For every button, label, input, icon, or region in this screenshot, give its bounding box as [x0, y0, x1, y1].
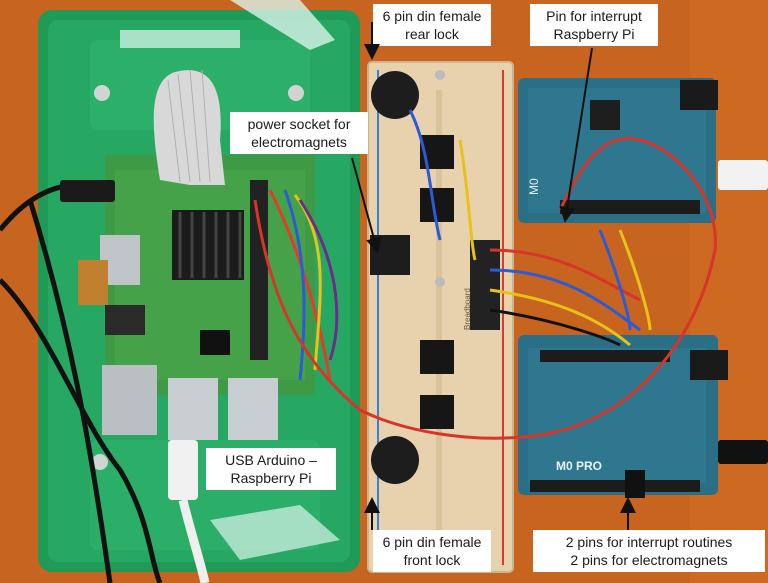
usb-port [168, 378, 218, 440]
label-usb: USB Arduino – Raspberry Pi [206, 448, 336, 490]
usb-port [228, 378, 278, 440]
label-interrupt-pin: Pin for interrupt Raspberry Pi [530, 4, 658, 46]
label-rear-lock: 6 pin din female rear lock [373, 4, 491, 46]
arduino-m0-pro-board: M0 PRO [518, 335, 728, 498]
din-socket-front [371, 436, 419, 484]
arduino-m0-board: M0 [518, 78, 718, 223]
usb-plug [718, 160, 768, 190]
arrow-power-socket [351, 157, 382, 254]
black-usb-cable-right [718, 440, 768, 464]
board-logo: M0 [527, 178, 541, 195]
breadboard: Breadboard [367, 61, 514, 573]
gpio-header [250, 180, 268, 360]
label-power-socket: power socket for electromagnets [230, 112, 368, 154]
breadboard-marking: Breadboard [463, 288, 472, 330]
label-interrupt-electromagnet-pins: 2 pins for interrupt routines 2 pins for… [533, 530, 765, 572]
heatsink [172, 210, 244, 280]
ribbon-cable [153, 69, 225, 185]
jumper-wires [253, 109, 717, 440]
arrow-interrupt-pin [559, 47, 593, 223]
usb-cable [168, 440, 210, 583]
ethernet-port [102, 365, 157, 435]
board-logo: M0 PRO [556, 459, 602, 473]
din-socket-rear [371, 71, 419, 119]
label-front-lock: 6 pin din female front lock [373, 530, 491, 572]
raspberry-pi-board [78, 155, 315, 440]
